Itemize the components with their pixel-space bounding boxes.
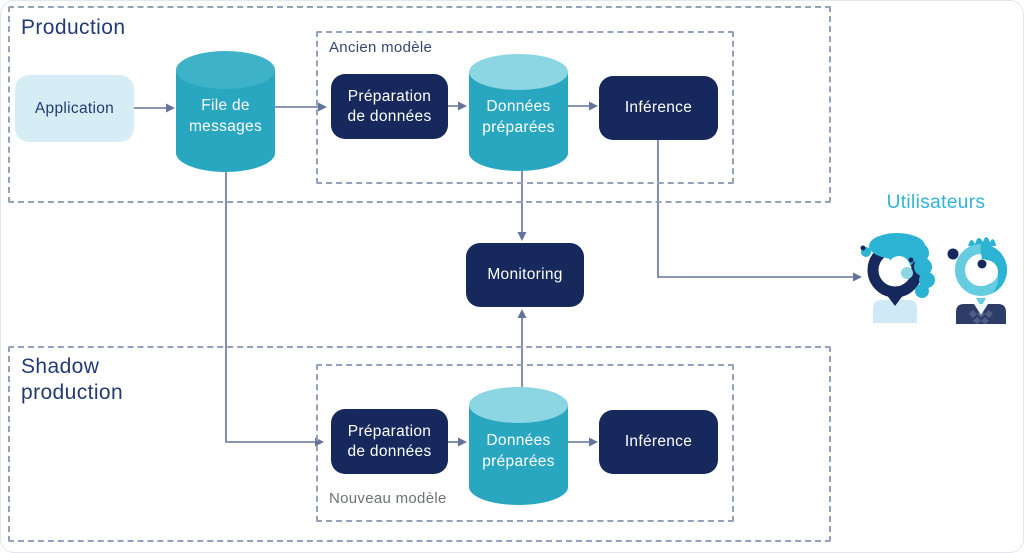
inference-node-top: Inférence	[599, 76, 718, 140]
monitoring-label: Monitoring	[487, 266, 563, 284]
data-prep-node-top: Préparation de données	[331, 74, 448, 139]
arrowhead	[589, 101, 598, 111]
message-queue-cylinder: File de messages	[176, 51, 275, 172]
data-prep-label-line1: Préparation	[347, 88, 432, 106]
data-prep-node-bottom: Préparation de données	[331, 409, 448, 474]
arrowhead	[589, 437, 598, 447]
arrowhead	[458, 437, 467, 447]
data-prep-label-line2: de données	[347, 442, 432, 460]
arrowhead	[458, 101, 467, 111]
shadow-title-line1: Shadow	[21, 355, 100, 378]
inference-label-top: Inférence	[624, 99, 693, 117]
cylinder-shape	[469, 387, 568, 505]
shadow-title-line2: production	[21, 381, 124, 404]
cylinder-shape	[176, 51, 275, 172]
new-model-container	[316, 364, 734, 522]
message-queue-label-line2: messages	[188, 117, 263, 135]
monitoring-node: Monitoring	[466, 243, 584, 307]
prepared-data-label-line2: préparées	[482, 452, 555, 470]
arrowhead	[166, 103, 175, 113]
old-model-container	[316, 31, 734, 184]
arrowhead	[517, 309, 527, 318]
user-avatar-man-icon	[947, 237, 1007, 324]
arrowhead	[517, 232, 527, 241]
user-avatar-woman-icon	[860, 233, 935, 323]
data-prep-label-line1: Préparation	[347, 423, 432, 441]
arrow-queue-to-prep-bottom	[225, 172, 315, 443]
new-model-label: Nouveau modèle	[329, 490, 447, 507]
old-model-label: Ancien modèle	[329, 39, 433, 56]
message-queue-label-line1: File de	[201, 97, 250, 115]
inference-node-bottom: Inférence	[599, 410, 718, 474]
prepared-data-label-line1: Données	[486, 98, 551, 116]
prepared-data-label-line1: Données	[486, 432, 551, 450]
arrowhead	[853, 272, 862, 282]
prepared-data-cylinder-top: Données préparées	[469, 54, 568, 171]
prepared-data-cylinder-bottom: Données préparées	[469, 387, 568, 506]
shadow-production-title: Shadow production	[21, 354, 123, 406]
arrowhead	[318, 102, 327, 112]
data-prep-label-line2: de données	[347, 107, 432, 125]
prepared-data-label-line2: préparées	[482, 118, 555, 136]
shadow-production-container	[8, 346, 831, 542]
production-title: Production	[21, 16, 126, 39]
production-container	[8, 6, 831, 203]
users-title: Utilisateurs	[886, 192, 986, 213]
application-node: Application	[15, 75, 134, 142]
cylinder-shape	[469, 54, 568, 171]
application-label: Application	[34, 99, 115, 117]
inference-label-bottom: Inférence	[624, 433, 693, 451]
arrow-inference-to-users	[657, 140, 853, 278]
